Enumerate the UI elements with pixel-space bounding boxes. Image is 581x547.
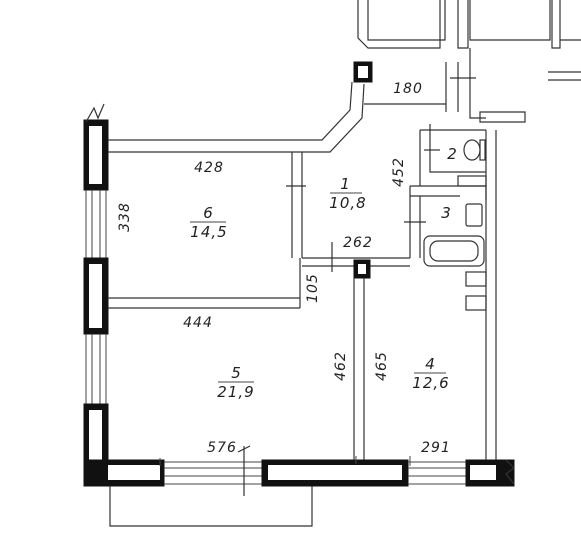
dim-576: 576 [207,440,237,456]
room-1-area: 10,8 [329,194,366,212]
dim-462: 462 [333,351,349,381]
room-4-number: 4 [425,355,435,373]
dim-338: 338 [117,202,133,232]
interior-walls [108,61,497,460]
room-6-number: 6 [203,204,213,222]
dim-465: 465 [374,351,390,381]
dim-444: 444 [183,315,213,331]
bottom-exterior-wall [83,445,515,496]
wet-rooms [404,124,487,311]
dim-180: 180 [393,81,423,97]
dim-262: 262 [343,235,373,251]
room-5-area: 21,9 [217,383,254,401]
dim-452: 452 [391,157,407,187]
room-5-number: 5 [231,364,241,382]
dim-428: 428 [194,160,224,176]
dim-105: 105 [305,273,321,303]
room-1-number: 1 [340,175,350,193]
left-exterior-wall [83,103,109,487]
room-6-area: 14,5 [190,223,227,241]
room-2-number: 2 [447,145,457,163]
balcony-outline [109,486,313,527]
room-3-number: 3 [441,204,451,222]
dim-291: 291 [421,440,451,456]
room-4-area: 12,6 [412,374,449,392]
